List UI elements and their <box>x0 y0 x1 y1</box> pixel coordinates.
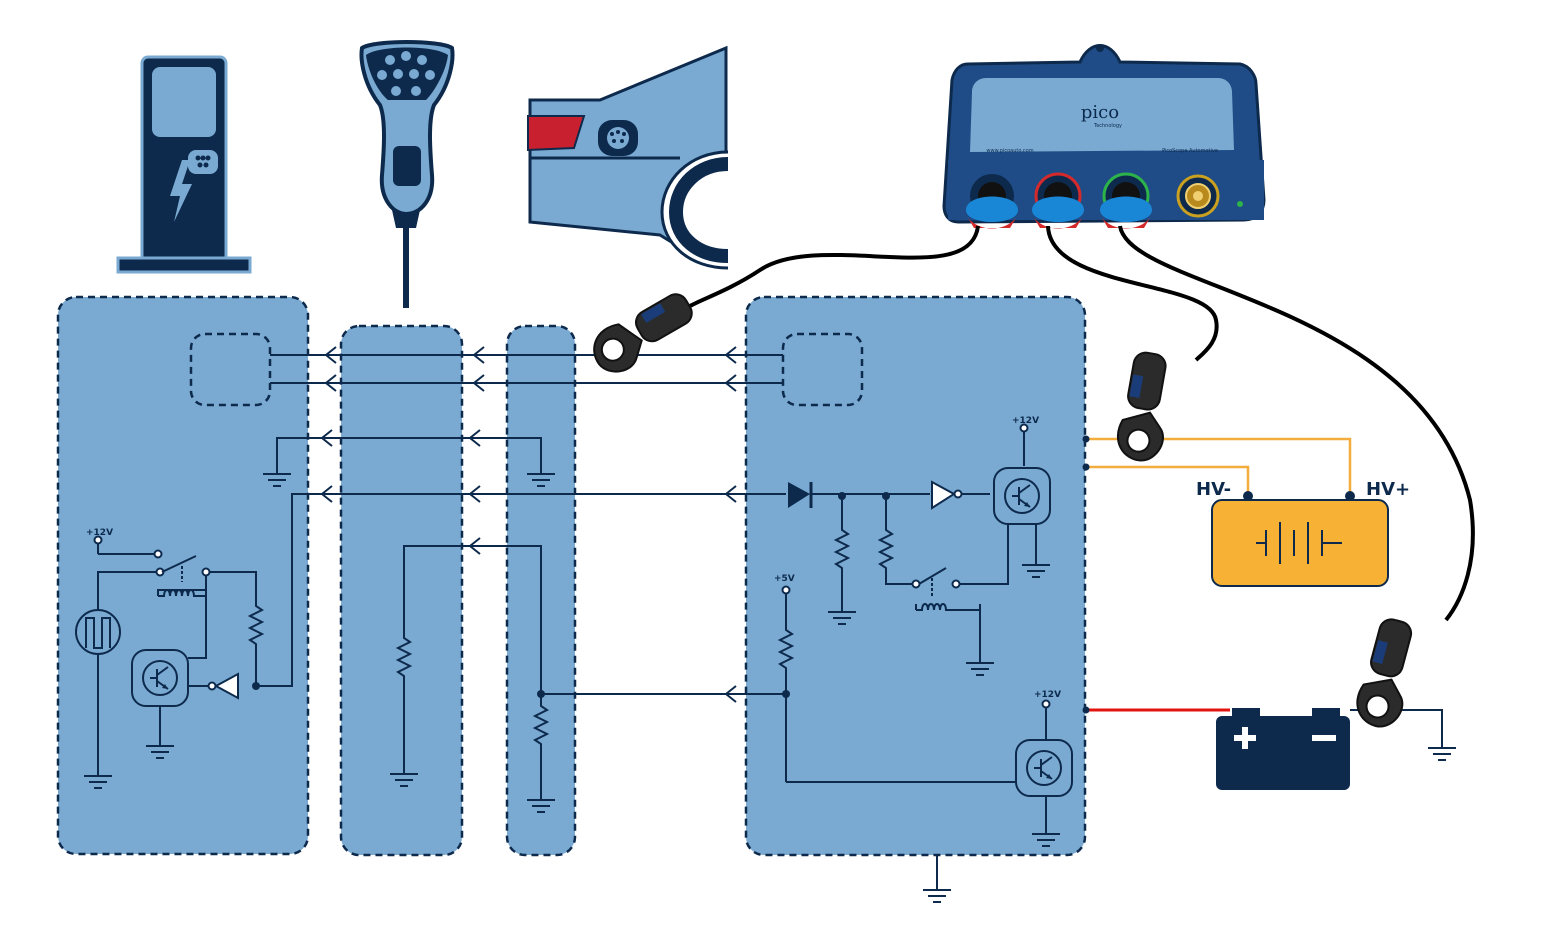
cable-panel <box>339 324 464 857</box>
charging-station-icon <box>116 55 252 274</box>
panels <box>56 295 1087 857</box>
channel-c-connector <box>1100 172 1152 229</box>
vehicle-relay-icon <box>911 567 980 611</box>
evse-12v-label: +12V <box>86 528 113 538</box>
relay-icon <box>153 549 211 597</box>
evse-power-box <box>189 332 272 407</box>
hv-wires <box>1086 437 1352 496</box>
channel-d-connector <box>1176 174 1220 218</box>
scope-product: PicoScope Automotive <box>1162 148 1218 154</box>
inverter-icon <box>207 672 239 700</box>
junctions <box>252 435 1355 714</box>
vehicle-5v-label: +5V <box>774 574 795 584</box>
vehicle-12v-label-bottom: +12V <box>1034 690 1061 700</box>
vehicle-charger-box <box>781 332 864 407</box>
lv-battery-icon <box>1216 708 1350 790</box>
vehicle-panel <box>744 295 1087 857</box>
scope-logo: pico <box>1081 102 1119 123</box>
supply-terminals <box>93 423 1051 709</box>
hv-minus-label: HV- <box>1196 479 1231 500</box>
hv-plus-label: HV+ <box>1366 479 1410 500</box>
channel-a-connector <box>966 174 1018 229</box>
diode-icon <box>788 482 813 508</box>
oscilloscope-icon: pico Technology www.picoauto.com PicoSco… <box>942 44 1266 229</box>
channel-b-connector <box>1032 172 1084 229</box>
vehicle-inverter-icon <box>931 480 963 510</box>
oscillator-icon <box>75 609 121 655</box>
vehicle-12v-label-top: +12V <box>1012 416 1039 426</box>
probe-cables <box>688 225 1475 622</box>
scope-url: www.picoauto.com <box>986 148 1033 154</box>
scope-logo-sub: Technology <box>1093 123 1122 129</box>
vehicle-inlet-icon <box>527 45 729 270</box>
evse-panel <box>56 295 310 856</box>
hv-battery-icon <box>1211 499 1389 587</box>
charging-plug-icon <box>359 40 455 308</box>
